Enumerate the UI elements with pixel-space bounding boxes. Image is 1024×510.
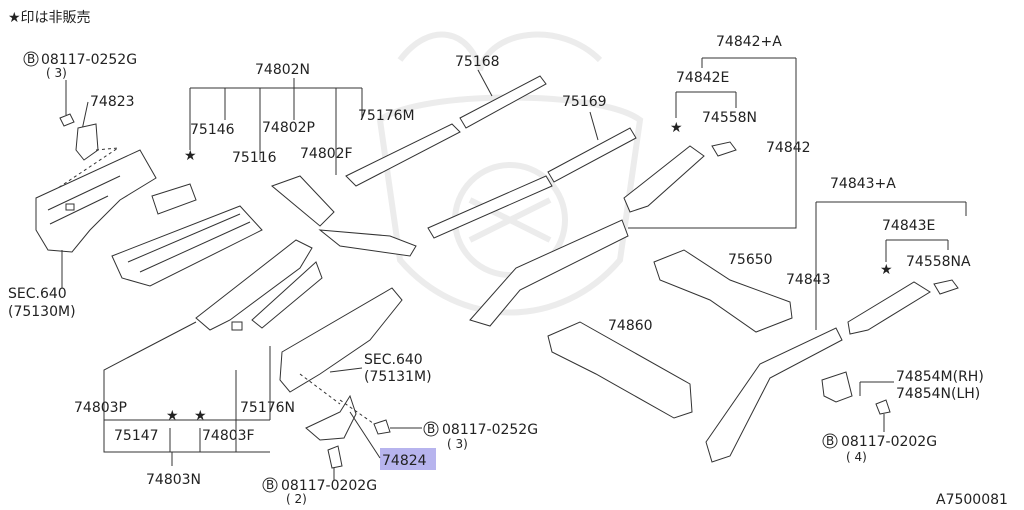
bolt-icon [373, 419, 391, 435]
svg-text:( 3): ( 3) [447, 437, 468, 451]
part-sec640-mid-panel [279, 287, 403, 393]
part-label-75169: 75169 [562, 94, 607, 110]
bolt-callout-mid[interactable]: B 08117-0252G ( 3) [423, 421, 538, 451]
highlight-box [380, 448, 436, 470]
part-label-74558N: 74558N [702, 110, 757, 126]
part-75650 [653, 249, 793, 333]
part-label-74803F: 74803F [202, 428, 255, 444]
svg-text:B: B [826, 434, 834, 448]
part-label-75116: 75116 [232, 150, 277, 166]
part-74824-bracket [305, 394, 357, 441]
b-circle-icon [423, 421, 439, 437]
part-74802N-front-rails [111, 175, 417, 287]
b-circle-icon [23, 51, 39, 67]
part-label-74824-highlight[interactable]: 74824 [380, 448, 436, 470]
note-non-sale: ★印は非販売 [8, 10, 91, 26]
part-label-74824: 74824 [382, 453, 427, 469]
svg-text:08117-0202G: 08117-0202G [281, 478, 377, 494]
star-icon: ★ [880, 262, 893, 278]
part-74860 [547, 321, 693, 419]
svg-text:08117-0252G: 08117-0252G [41, 52, 137, 68]
part-label-75146: 75146 [190, 122, 235, 138]
sec640-left-ref: (75130M) [8, 304, 76, 320]
part-75176M [345, 123, 461, 187]
part-label-74803N: 74803N [146, 472, 201, 488]
part-label-74854M: 74854M(RH) [896, 369, 984, 385]
b-circle-icon [822, 433, 838, 449]
svg-text:( 4): ( 4) [846, 450, 867, 464]
part-sill-rail [427, 175, 553, 239]
svg-text:B: B [27, 52, 35, 66]
part-75169 [547, 127, 637, 183]
star-icon: ★ [166, 408, 179, 424]
b-circle-icon [262, 477, 278, 493]
part-74803N-rear-rails [195, 239, 323, 331]
part-label-74843E: 74843E [882, 218, 935, 234]
bolt-callout-right[interactable]: B 08117-0202G ( 4) [822, 433, 937, 464]
part-label-74843A: 74843+A [830, 176, 896, 192]
part-label-75176N: 75176N [240, 400, 295, 416]
part-label-74558NA: 74558NA [906, 254, 971, 270]
part-center-floor-rail [469, 219, 629, 327]
part-74558NA [933, 279, 959, 295]
part-label-74854N: 74854N(LH) [896, 386, 980, 402]
part-label-74802F: 74802F [300, 146, 353, 162]
svg-text:B: B [427, 422, 435, 436]
svg-text:( 3): ( 3) [46, 66, 67, 80]
bolt-callout-bottom[interactable]: B 08117-0202G ( 2) [262, 477, 377, 506]
part-label-74802N: 74802N [255, 62, 310, 78]
bolt-icon [327, 445, 343, 469]
sec640-mid-ref: (75131M) [364, 369, 432, 385]
part-label-75176M: 75176M [358, 108, 415, 124]
part-74843 [705, 327, 843, 463]
svg-text:08117-0252G: 08117-0252G [442, 422, 538, 438]
part-label-74802P: 74802P [262, 120, 315, 136]
part-74842E [623, 145, 705, 213]
svg-text:( 2): ( 2) [286, 492, 307, 506]
part-label-74823: 74823 [90, 94, 135, 110]
sec640-mid-label: SEC.640 [364, 352, 423, 368]
star-icon: ★ [670, 120, 683, 136]
part-label-75168: 75168 [455, 54, 500, 70]
part-label-74843: 74843 [786, 272, 831, 288]
part-label-75147: 75147 [114, 428, 159, 444]
diagram-code: A7500081 [936, 492, 1008, 508]
bolt-callout-top-left[interactable]: B 08117-0252G ( 3) [23, 51, 137, 80]
sec640-left-label: SEC.640 [8, 286, 67, 302]
part-74558N [711, 141, 737, 157]
part-74843E [847, 281, 931, 335]
part-label-74842A: 74842+A [716, 34, 782, 50]
part-75168 [459, 75, 547, 129]
part-sec640-left-panel [35, 149, 157, 253]
part-label-74803P: 74803P [74, 400, 127, 416]
part-label-75650: 75650 [728, 252, 773, 268]
part-label-74860: 74860 [608, 318, 653, 334]
watermark-emblem [376, 31, 644, 316]
part-74823-bracket [59, 113, 99, 161]
bolt-icon [875, 399, 891, 415]
star-icon: ★ [184, 148, 197, 164]
part-label-74842: 74842 [766, 140, 811, 156]
part-label-74842E: 74842E [676, 70, 729, 86]
svg-text:B: B [266, 478, 274, 492]
star-icon: ★ [194, 408, 207, 424]
svg-text:08117-0202G: 08117-0202G [841, 434, 937, 450]
part-74854-bracket [821, 371, 853, 403]
